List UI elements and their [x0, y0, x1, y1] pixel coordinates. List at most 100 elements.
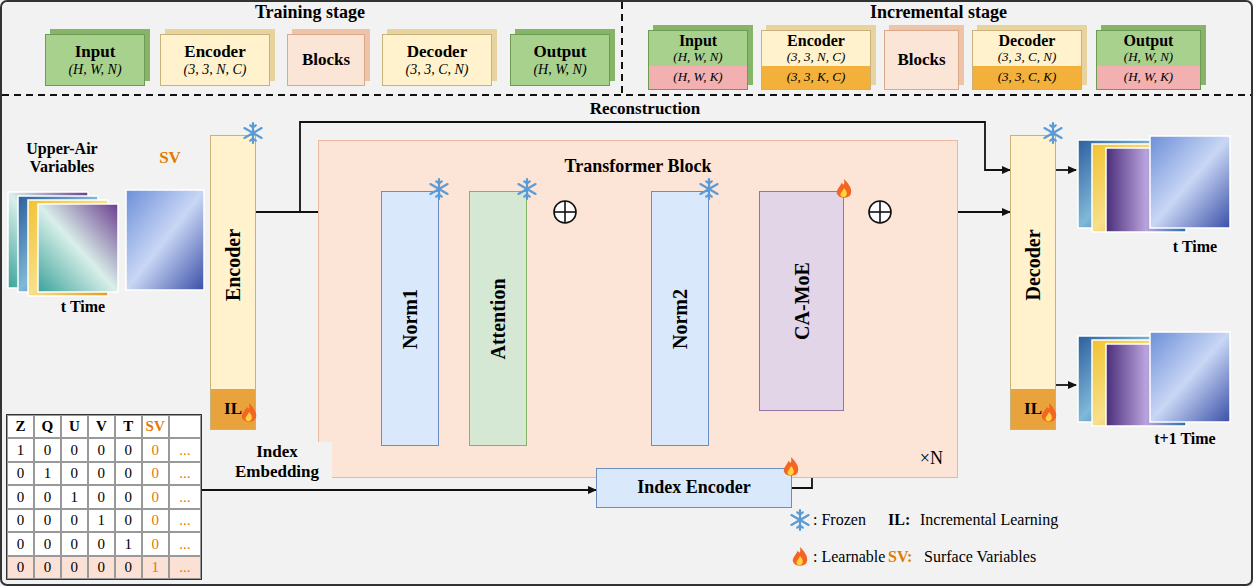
table-cell: 0: [115, 509, 142, 532]
table-cell: 0: [142, 485, 169, 508]
box-label: Norm2: [669, 289, 691, 349]
box-title: Input: [679, 32, 717, 50]
box-dimension: (3, 3, C, N): [406, 62, 469, 77]
box-title: Output: [1124, 32, 1174, 50]
box-dimension: (3, 3, C, N): [998, 50, 1057, 64]
table-cell: 0: [34, 556, 61, 579]
one-hot-table: ZQUVTSV100000...010000...001000...000100…: [6, 414, 202, 580]
table-header: V: [88, 415, 115, 438]
box-dimension: (3, 3, K, C): [787, 70, 846, 84]
box-title: Encoder: [184, 43, 245, 62]
table-cell: 0: [142, 462, 169, 485]
table-cell: 1: [88, 509, 115, 532]
legend-text: : Learnable: [813, 548, 885, 566]
box-dimension: (3, 3, N, C): [787, 50, 846, 64]
moe-box: CA-MoE: [759, 191, 844, 411]
input-block: Input(H, W, N) (H, W, K): [648, 30, 748, 90]
text-column: Decoder(3, 3, C, N): [973, 31, 1081, 66]
text-column: (H, W, K): [1097, 66, 1200, 89]
input-maps: [8, 190, 204, 296]
text-column: Input(H, W, N): [46, 35, 144, 85]
table-cell: 0: [61, 509, 88, 532]
table-cell: 0: [7, 485, 34, 508]
box-dimension: (H, W, N): [1124, 50, 1173, 64]
table-cell: 0: [34, 485, 61, 508]
text-label: SV:: [888, 548, 924, 566]
table-cell: 0: [88, 556, 115, 579]
attention-box: Attention: [469, 191, 527, 446]
table-cell: 0: [61, 438, 88, 461]
box-title: Input: [75, 43, 116, 62]
text-column: Decoder(3, 3, C, N): [383, 35, 491, 85]
table-cell: 0: [88, 462, 115, 485]
decoder-box: DecoderIL: [1010, 135, 1056, 430]
table-cell: ...: [169, 509, 201, 532]
text-column: Encoder(3, 3, N, C): [161, 35, 269, 85]
divider: [2, 94, 1251, 96]
table-header: U: [61, 415, 88, 438]
text-label: t Time: [1150, 238, 1240, 256]
stage-panel: Training stageInput(H, W, N)Encoder(3, 3…: [0, 0, 620, 94]
table-cell: [169, 415, 201, 438]
table-cell: ...: [169, 556, 201, 579]
text-label: SV: [148, 148, 192, 168]
box-title: Decoder: [407, 43, 467, 62]
decoder-block: Decoder(3, 3, C, N) (3, 3, C, K): [972, 30, 1082, 90]
table-header: Z: [7, 415, 34, 438]
frozen-icon: [244, 123, 1061, 530]
norm-box: Norm1: [381, 191, 439, 446]
box-dimension: (H, W, K): [673, 70, 722, 84]
table-cell: 0: [115, 438, 142, 461]
table-cell: ...: [169, 485, 201, 508]
table-cell: 0: [7, 532, 34, 555]
box-dimension: (3, 3, C, K): [998, 70, 1057, 84]
table-cell: 0: [115, 462, 142, 485]
panel-title: Transformer Block: [319, 157, 957, 177]
table-cell: ...: [169, 438, 201, 461]
output-maps-t: [1078, 136, 1230, 232]
box-title: Blocks: [302, 51, 350, 70]
table-cell: ...: [169, 462, 201, 485]
text-column: Input(H, W, N): [649, 31, 747, 66]
legend-text: : Frozen: [813, 511, 866, 529]
table-cell: 0: [88, 438, 115, 461]
table-cell: ...: [169, 532, 201, 555]
table-cell: 1: [61, 485, 88, 508]
box-title: Decoder: [999, 32, 1056, 50]
blocks-block: Blocks: [884, 30, 959, 90]
text-column: (3, 3, K, C): [762, 66, 870, 89]
text-column: IL: [1011, 389, 1055, 429]
text-column: Blocks: [885, 31, 958, 89]
table-cell: 0: [61, 462, 88, 485]
box-title: IL: [224, 400, 242, 419]
table-cell: 0: [61, 532, 88, 555]
table-header: T: [115, 415, 142, 438]
output-maps-t1: [1078, 332, 1230, 426]
table-cell: 0: [61, 556, 88, 579]
text-column: Output(H, W, N): [1097, 31, 1200, 66]
text-column: (3, 3, C, K): [973, 66, 1081, 89]
text-column: Output(H, W, N): [511, 35, 609, 85]
box-dimension: (H, W, N): [673, 50, 722, 64]
box-title: IL: [1024, 400, 1042, 419]
panel-title: Training stage: [0, 3, 620, 23]
table-cell: 0: [7, 509, 34, 532]
table-cell: 1: [142, 556, 169, 579]
box-label: Encoder: [222, 229, 244, 301]
text-column: Index Encoder: [597, 469, 791, 507]
table-cell: 0: [88, 485, 115, 508]
transformer-panel: Transformer Block×NNorm1AttentionNorm2CA…: [318, 140, 958, 478]
table-cell: 0: [142, 509, 169, 532]
stage-panel: Incremental stageInput(H, W, N)(H, W, K)…: [626, 0, 1251, 94]
text-label: Incremental Learning: [920, 511, 1120, 529]
table-cell: 0: [34, 532, 61, 555]
text-column: IL: [211, 389, 255, 429]
incremental-part: IL: [1011, 389, 1055, 429]
table-cell: 0: [115, 556, 142, 579]
box-title: Output: [534, 43, 587, 62]
table-cell: 1: [34, 462, 61, 485]
edge-label: Reconstruction: [575, 99, 715, 119]
text-label: Surface Variables: [924, 548, 1124, 566]
output-block: Output(H, W, N)(H, W, K): [1096, 30, 1201, 90]
